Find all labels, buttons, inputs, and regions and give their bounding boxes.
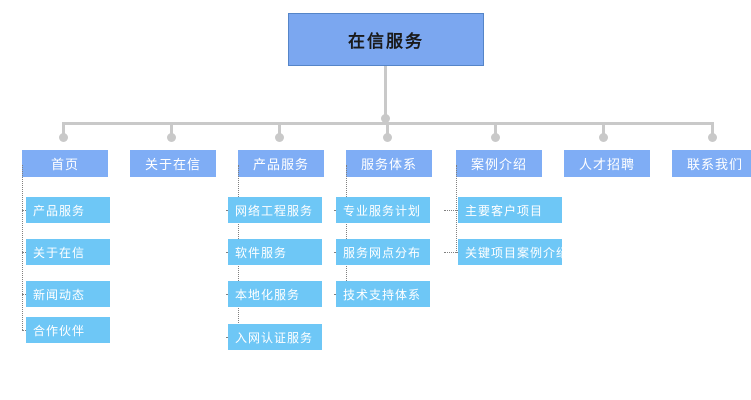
branch-node-products[interactable]: 产品服务 [238, 150, 324, 177]
branch-stem-dot-5 [491, 133, 500, 142]
branch-stem-dot-7 [708, 133, 717, 142]
child-node-products-4[interactable]: 入网认证服务 [228, 324, 322, 350]
child-node-cases-1[interactable]: 主要客户项目 [458, 197, 562, 223]
child-node-products-2[interactable]: 软件服务 [228, 239, 322, 265]
root-stem-dot [381, 114, 390, 123]
branch-stem-dot-1 [59, 133, 68, 142]
child-node-service-system-1[interactable]: 专业服务计划 [336, 197, 430, 223]
branch-stem-dot-2 [167, 133, 176, 142]
child-trunk-connector-service-system [346, 165, 347, 295]
child-node-label: 主要客户项目 [465, 203, 544, 218]
child-node-label: 产品服务 [33, 203, 86, 218]
child-stub-connector [444, 210, 460, 211]
branch-node-label: 产品服务 [252, 158, 309, 173]
branch-node-label: 首页 [50, 158, 79, 173]
branch-node-label: 关于在信 [144, 158, 201, 173]
branch-node-home[interactable]: 首页 [22, 150, 108, 177]
child-trunk-connector-home [22, 165, 23, 330]
child-node-service-system-2[interactable]: 服务网点分布 [336, 239, 430, 265]
branch-stem-connector-5 [494, 122, 497, 140]
child-node-home-3[interactable]: 新闻动态 [26, 281, 110, 307]
branch-stem-connector-7 [711, 122, 714, 140]
child-node-label: 关于在信 [33, 245, 86, 260]
child-node-service-system-3[interactable]: 技术支持体系 [336, 281, 430, 307]
root-node[interactable]: 在信服务 [288, 13, 484, 66]
branch-stem-connector-6 [602, 122, 605, 140]
child-node-label: 服务网点分布 [343, 245, 422, 260]
branch-stem-connector-2 [170, 122, 173, 140]
branch-stem-dot-4 [383, 133, 392, 142]
branch-stem-dot-6 [599, 133, 608, 142]
child-node-label: 软件服务 [235, 245, 288, 260]
child-node-products-3[interactable]: 本地化服务 [228, 281, 322, 307]
branch-node-service-system[interactable]: 服务体系 [346, 150, 432, 177]
child-node-label: 专业服务计划 [343, 203, 422, 218]
branch-stem-dot-3 [275, 133, 284, 142]
branch-node-label: 联系我们 [686, 158, 743, 173]
child-trunk-connector-cases [456, 165, 457, 253]
root-stem-connector [384, 66, 387, 123]
child-node-products-1[interactable]: 网络工程服务 [228, 197, 322, 223]
child-node-cases-2[interactable]: 关键项目案例介绍 [458, 239, 568, 265]
branch-node-label: 案例介绍 [470, 158, 527, 173]
child-node-label: 新闻动态 [33, 287, 86, 302]
child-node-label: 网络工程服务 [235, 203, 314, 218]
child-stub-connector [444, 252, 460, 253]
branch-stem-connector-4 [386, 122, 389, 140]
branch-node-label: 服务体系 [360, 158, 417, 173]
branch-node-careers[interactable]: 人才招聘 [564, 150, 650, 177]
branch-node-contact[interactable]: 联系我们 [672, 150, 751, 177]
child-node-home-4[interactable]: 合作伙伴 [26, 317, 110, 343]
child-node-home-2[interactable]: 关于在信 [26, 239, 110, 265]
root-node-label: 在信服务 [348, 32, 424, 52]
branch-node-cases[interactable]: 案例介绍 [456, 150, 542, 177]
child-node-label: 关键项目案例介绍 [465, 245, 570, 260]
child-node-label: 本地化服务 [235, 287, 301, 302]
branch-stem-connector-1 [62, 122, 65, 140]
child-node-home-1[interactable]: 产品服务 [26, 197, 110, 223]
child-node-label: 技术支持体系 [343, 287, 422, 302]
child-node-label: 合作伙伴 [33, 323, 86, 338]
branch-stem-connector-3 [278, 122, 281, 140]
branch-node-label: 人才招聘 [578, 158, 635, 173]
branch-node-about[interactable]: 关于在信 [130, 150, 216, 177]
child-node-label: 入网认证服务 [235, 330, 314, 345]
